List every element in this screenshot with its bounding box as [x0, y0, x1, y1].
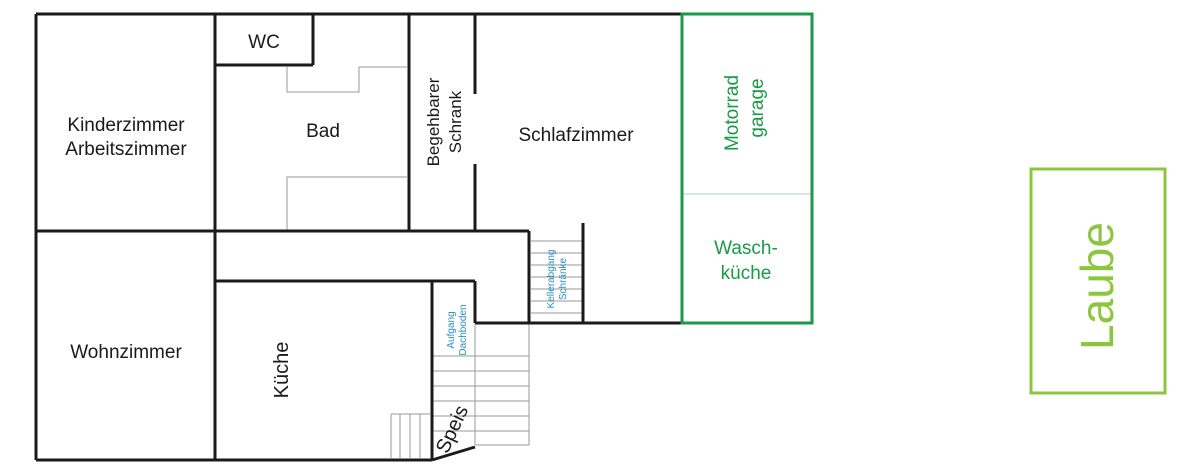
room-label-motorrad: Motorrad	[722, 75, 743, 151]
fixture-lines	[286, 66, 811, 458]
room-label-wasch-kueche: küche	[721, 263, 772, 284]
room-label-schrank-line1: Begehbarer	[424, 77, 443, 166]
room-label-schlafzimmer: Schlafzimmer	[518, 125, 634, 146]
room-label-bad: Bad	[306, 121, 340, 142]
stair-label-aufgang: Aufgang	[446, 311, 457, 348]
cellar-stairs	[531, 240, 583, 314]
walls	[34, 12, 683, 462]
kitchen-steps	[390, 413, 430, 458]
garage-outline	[680, 12, 814, 325]
stair-label-schraenke: Schränke	[558, 257, 569, 300]
room-label-schrank-line2: Schrank	[446, 90, 465, 153]
room-label-wohnzimmer: Wohnzimmer	[70, 342, 182, 363]
room-label-wc: WC	[248, 32, 280, 53]
laube-outline	[1029, 167, 1167, 395]
room-label-kinderzimmer: Kinderzimmer	[67, 115, 185, 136]
stair-label-kellerabgang: Kellerabgang	[546, 250, 557, 309]
room-label-garage: garage	[747, 78, 768, 137]
room-label-arbeitszimmer: Arbeitszimmer	[65, 139, 187, 160]
shower-outline	[286, 176, 407, 230]
room-label-kueche: Küche	[271, 342, 293, 399]
stair-label-dachboden: Dachboden	[458, 304, 469, 355]
bathtub-outline	[286, 67, 360, 93]
room-label-laube: Laube	[1071, 222, 1123, 350]
room-label-wasch: Wasch-	[714, 238, 778, 259]
